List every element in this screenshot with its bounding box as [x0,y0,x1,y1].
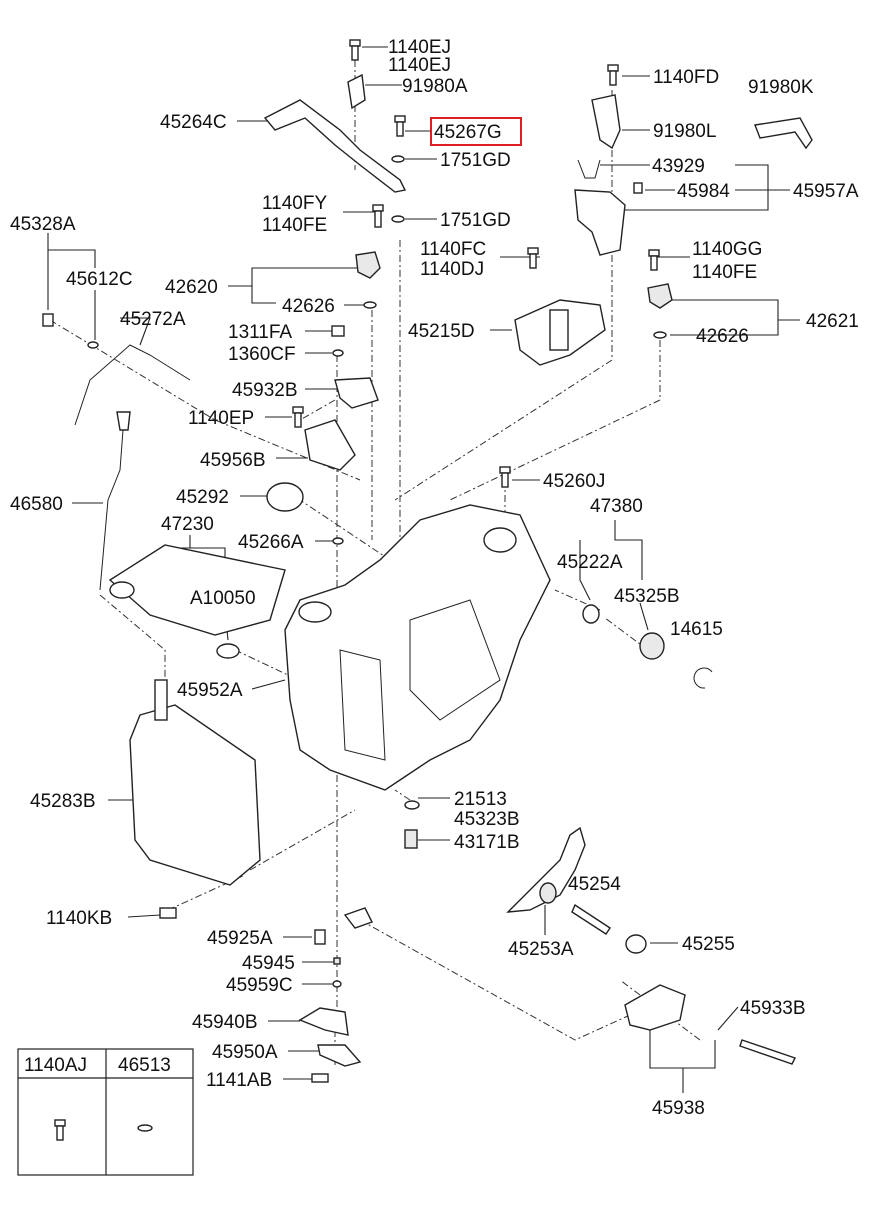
legend-col1-header: 1140AJ [24,1055,87,1076]
label: 45292 [176,487,229,508]
label: 45260J [543,471,605,492]
bolt-icon [648,249,660,271]
legend-table: 1140AJ 46513 [17,1048,194,1176]
bolt-icon [527,247,539,269]
bolt-icon [159,907,177,919]
label: 1360CF [228,344,296,365]
label: 45925A [207,928,273,949]
label: 42621 [806,311,859,332]
label: 1751GD [440,150,511,171]
label: 45945 [242,953,295,974]
label: 47380 [590,496,643,517]
label: 45222A [557,552,623,573]
label: 45255 [682,934,735,955]
label: 45267G [434,122,502,143]
label: 42626 [696,326,749,347]
label: 91980L [653,121,716,142]
label: 42620 [165,277,218,298]
label: 45612C [66,269,133,290]
label: 1140EJ [388,37,451,58]
label: 1751GD [440,210,511,231]
label: 45325B [614,586,680,607]
bolt-icon [607,64,619,86]
bolt-icon [633,182,643,194]
label: 45328A [10,214,76,235]
label: 1140FD [653,67,719,88]
label: 1140FC [420,239,486,260]
label: 1140GG [692,239,762,260]
bolt-icon [372,204,384,228]
label: 45950A [212,1042,278,1063]
label: 42626 [282,296,335,317]
part-labels: 1140EJ 1140EJ 91980A 45264C 45267G 1751G… [10,37,859,1119]
label: 45932B [232,380,298,401]
label: 45938 [652,1098,705,1119]
parts [42,39,813,1083]
legend-col2-header: 46513 [118,1055,171,1076]
label: 1140FY [262,193,327,214]
label: 45272A [120,309,186,330]
label: 1311FA [228,322,292,343]
label: 43929 [652,156,705,177]
label: A10050 [190,588,256,609]
label: 45254 [568,874,621,895]
label: 1140KB [46,908,112,929]
label: 91980K [748,77,814,98]
label: 45264C [160,112,227,133]
label: 1140FE [692,262,757,283]
label: 1140DJ [420,259,484,280]
label: 45959C [226,975,293,996]
label: 45956B [200,450,266,471]
label: 45952A [177,680,243,701]
label: 1140FE [262,215,327,236]
label: 45215D [408,321,475,342]
label: 14615 [670,619,723,640]
label: 47230 [161,514,214,535]
label: 45933B [740,998,806,1019]
label: 91980A [402,76,468,97]
label: 45283B [30,791,96,812]
label: 1141AB [206,1070,272,1091]
label: 45253A [508,939,574,960]
bolt-icon [349,39,361,61]
label: 45266A [238,532,304,553]
label: 45984 [677,181,730,202]
label: 45957A [793,181,859,202]
label: 45323B [454,809,520,830]
label: 1140EJ [388,55,451,76]
label: 21513 [454,789,507,810]
label: 43171B [454,832,520,853]
bolt-icon [311,1073,329,1083]
label: 1140EP [188,408,254,429]
bolt-icon [499,466,511,488]
label: 45940B [192,1012,258,1033]
bolt-icon [42,313,54,327]
highlight-box [430,117,522,146]
bolt-icon [394,115,406,137]
washer-icon [137,1124,153,1132]
bolt-icon [54,1119,66,1141]
label: 46580 [10,494,63,515]
bolt-icon [292,406,304,428]
